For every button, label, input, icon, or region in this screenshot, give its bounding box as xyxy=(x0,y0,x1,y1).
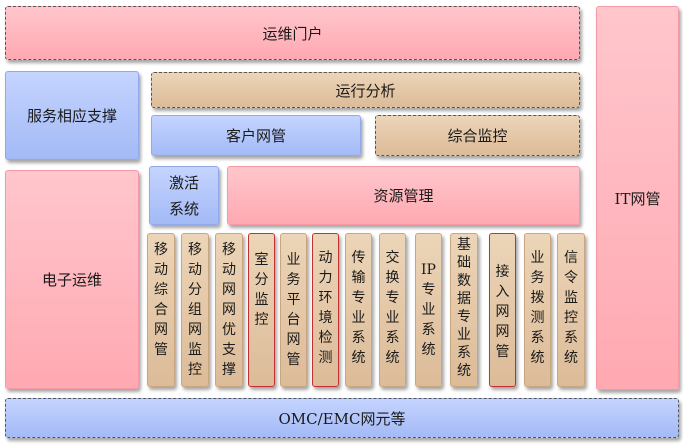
column-label: 移动分组网监控 xyxy=(188,242,202,378)
column-transmission-system: 传输专业系统 xyxy=(345,233,372,387)
column-mobile-integrated-nms: 移动综合网管 xyxy=(147,233,175,387)
column-service-platform-nms: 业务平台网管 xyxy=(280,233,307,387)
column-ip-system: IP专业系统 xyxy=(415,233,442,387)
it-network-management: IT网管 xyxy=(596,6,679,390)
omc-emc-network-elements: OMC/EMC网元等 xyxy=(5,398,679,438)
column-label: 交换专业系统 xyxy=(385,250,400,366)
electronic-operations-label: 电子运维 xyxy=(41,271,102,289)
resource-management-label: 资源管理 xyxy=(373,187,434,205)
operation-analysis: 运行分析 xyxy=(151,72,580,108)
column-label: IP专业系统 xyxy=(421,262,436,358)
column-label: 业务平台网管 xyxy=(286,252,301,368)
resource-management: 资源管理 xyxy=(227,166,580,225)
top-portal: 运维门户 xyxy=(5,6,580,60)
top-portal-label: 运维门户 xyxy=(262,24,323,43)
column-indoor-monitor: 室分监控 xyxy=(248,233,275,387)
integrated-monitoring: 综合监控 xyxy=(375,115,580,156)
column-label: 基础数据专业系统 xyxy=(457,237,471,379)
activation-system: 激活系统 xyxy=(149,166,219,225)
column-label: 动力环境检测 xyxy=(318,250,333,366)
column-mobile-optimization-support: 移动网网优支撑 xyxy=(215,233,243,387)
column-basic-data-system: 基础数据专业系统 xyxy=(450,233,478,387)
column-label: 传输专业系统 xyxy=(351,250,366,366)
column-power-environment: 动力环境检测 xyxy=(312,233,339,387)
customer-network-management: 客户网管 xyxy=(151,115,361,156)
column-label: 移动综合网管 xyxy=(154,242,168,358)
electronic-operations: 电子运维 xyxy=(5,170,139,389)
activation-system-label: 激活系统 xyxy=(168,173,199,218)
column-access-network-nms: 接入网网管 xyxy=(489,233,516,387)
column-service-dial-test: 业务拨测系统 xyxy=(524,233,551,387)
column-switching-system: 交换专业系统 xyxy=(379,233,406,387)
column-label: 移动网网优支撑 xyxy=(222,242,236,378)
column-mobile-packet-monitor: 移动分组网监控 xyxy=(181,233,209,387)
service-support: 服务相应支撑 xyxy=(5,71,139,160)
column-label: 接入网网管 xyxy=(495,264,510,360)
column-signaling-monitor: 信令监控系统 xyxy=(557,233,585,387)
operation-analysis-label: 运行分析 xyxy=(335,81,396,100)
customer-network-management-label: 客户网管 xyxy=(225,127,286,145)
omc-emc-label: OMC/EMC网元等 xyxy=(278,409,406,428)
it-network-management-label: IT网管 xyxy=(614,189,661,208)
column-label: 业务拨测系统 xyxy=(530,250,545,366)
column-label: 室分监控 xyxy=(254,252,269,328)
integrated-monitoring-label: 综合监控 xyxy=(447,127,508,145)
service-support-label: 服务相应支撑 xyxy=(26,107,117,125)
column-label: 信令监控系统 xyxy=(564,250,578,366)
